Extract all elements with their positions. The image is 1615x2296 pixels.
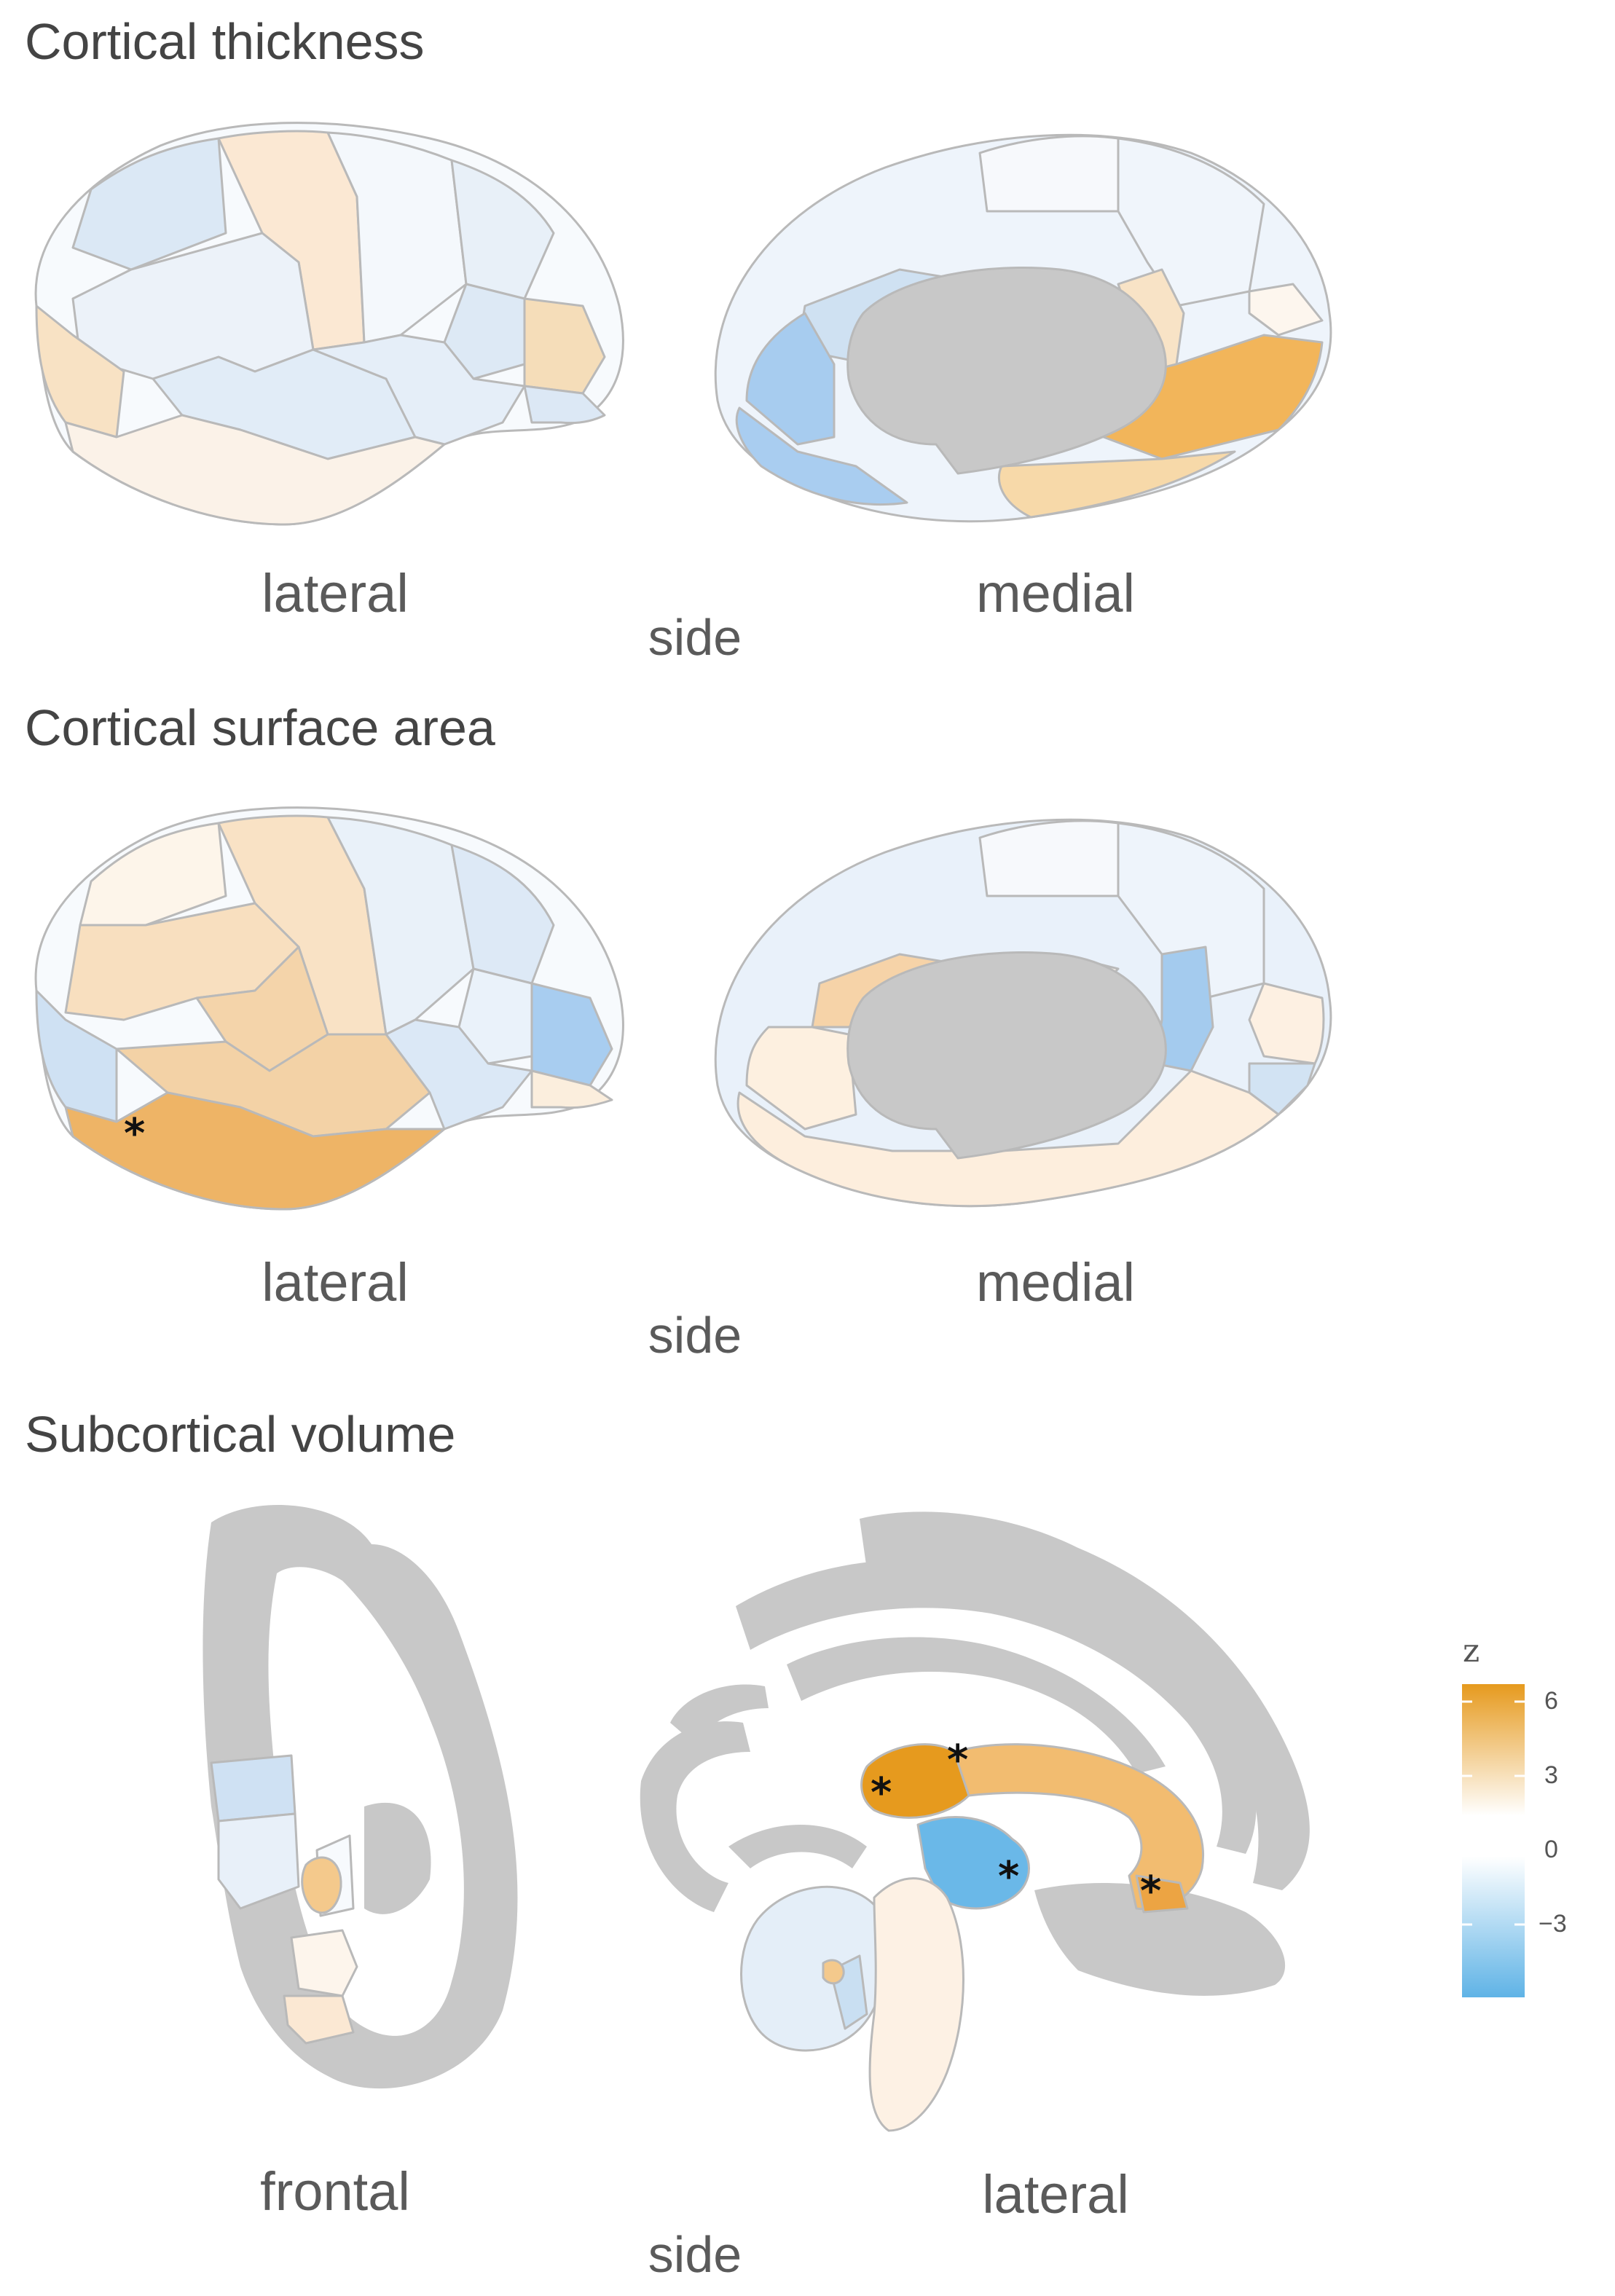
view-label-surface-lateral: lateral [262, 1252, 409, 1313]
side-label-subcortical: side [648, 2226, 742, 2283]
view-label-surface-medial: medial [976, 1252, 1135, 1313]
panel-title-cortical-surface-area: Cortical surface area [25, 699, 495, 756]
legend-tick-3: 3 [1544, 1761, 1558, 1789]
legend-colorbar [1462, 1684, 1525, 1997]
subcortical-frontal-brain [203, 1505, 518, 2089]
legend-tick-0: 0 [1544, 1836, 1558, 1863]
surface-area-medial-brain [714, 818, 1332, 1208]
significance-star-lateral-2: * [947, 1737, 968, 1784]
legend-tick-6: 6 [1544, 1687, 1558, 1715]
panel-title-subcortical-volume: Subcortical volume [25, 1406, 456, 1463]
view-label-subcortical-lateral: lateral [982, 2164, 1129, 2225]
legend-title: z [1463, 1632, 1480, 1670]
panel-title-cortical-thickness: Cortical thickness [25, 13, 425, 70]
side-label-surface: side [648, 1307, 742, 1364]
side-label-thickness: side [648, 609, 742, 666]
legend-tick-minus-3: −3 [1539, 1910, 1567, 1938]
significance-star-lateral-4: * [998, 1853, 1019, 1900]
thickness-medial-brain [714, 133, 1332, 523]
view-label-subcortical-frontal: frontal [260, 2161, 410, 2222]
significance-star-surface-lateral: * [124, 1110, 145, 1157]
surface-area-lateral-brain: * [34, 806, 624, 1211]
subcortical-lateral-brain: * * * * [640, 1511, 1310, 2132]
significance-star-lateral-3: * [1140, 1868, 1161, 1915]
thickness-lateral-brain [34, 122, 624, 526]
view-label-thickness-lateral: lateral [262, 563, 409, 624]
view-label-thickness-medial: medial [976, 563, 1135, 624]
significance-star-lateral-1: * [871, 1769, 892, 1817]
